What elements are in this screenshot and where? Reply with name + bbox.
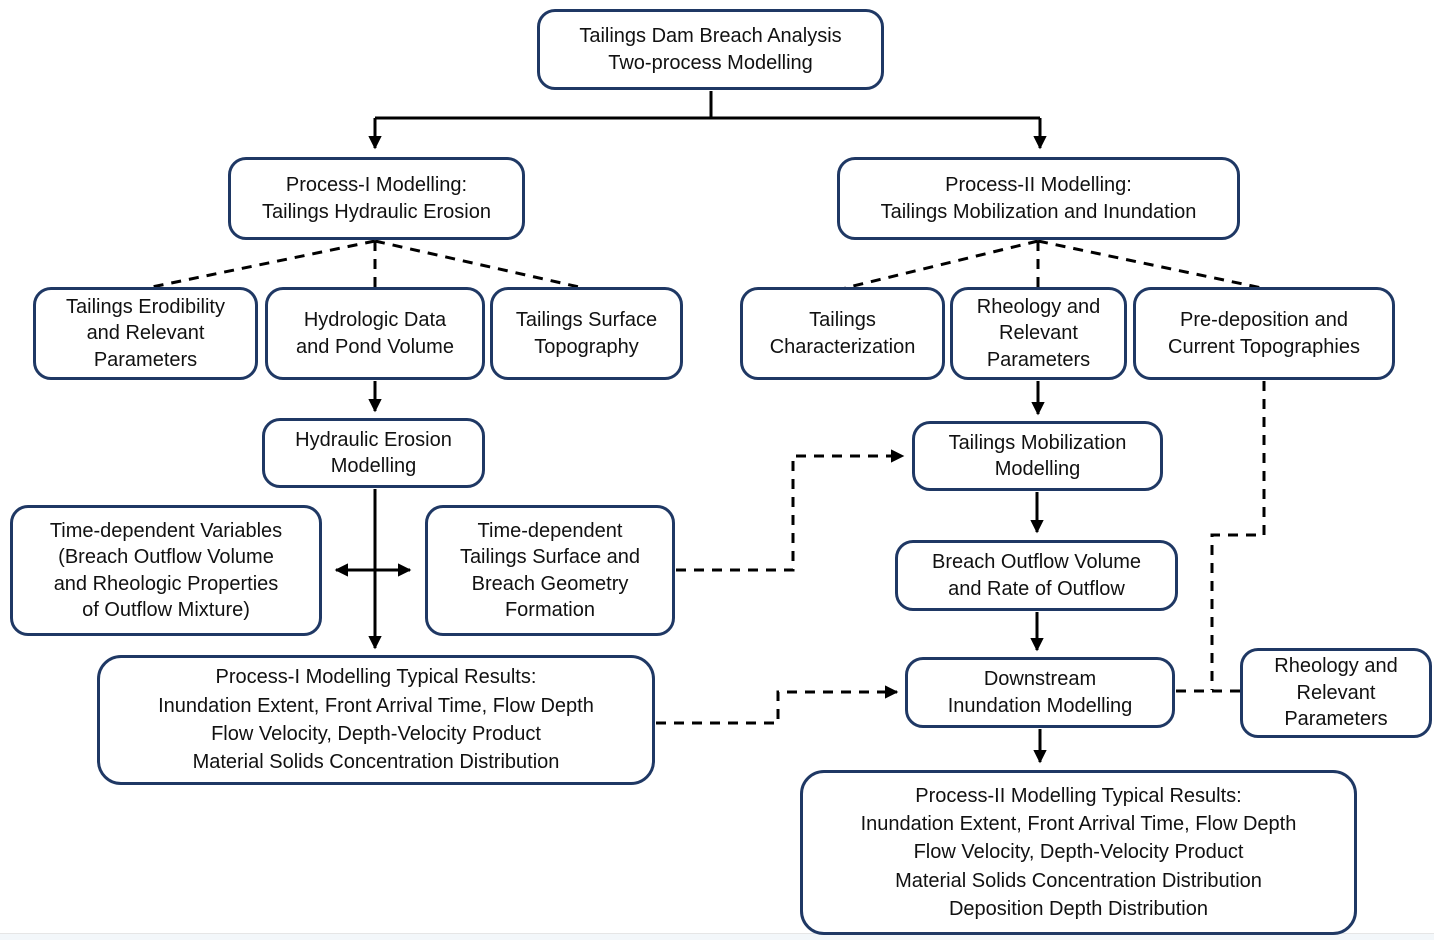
- dashed-predeposition-down-link: [1210, 381, 1266, 690]
- node-hydraulic-erosion-modelling: Hydraulic Erosion Modelling: [262, 418, 485, 488]
- node-root-two-process-modelling: Tailings Dam Breach Analysis Two-process…: [537, 9, 884, 90]
- dashed-arrow-results1-to-downstream: [656, 685, 899, 725]
- bottom-edge-strip: [0, 933, 1434, 940]
- node-process2-typical-results: Process-II Modelling Typical Results: In…: [800, 770, 1357, 935]
- node-breach-outflow-volume: Breach Outflow Volume and Rate of Outflo…: [895, 540, 1178, 611]
- dashed-process2-to-characterization: [844, 239, 1039, 290]
- node-rheology-parameters-2: Rheology and Relevant Parameters: [1240, 648, 1432, 738]
- node-time-dependent-variables: Time-dependent Variables (Breach Outflow…: [10, 505, 322, 636]
- node-rheology-parameters-1: Rheology and Relevant Parameters: [950, 287, 1127, 380]
- dashed-process1-to-erodibility: [146, 239, 376, 290]
- dashed-arrow-tdts-to-mobilization: [676, 449, 905, 572]
- node-tailings-erodibility: Tailings Erodibility and Relevant Parame…: [33, 287, 258, 380]
- node-process2-modelling: Process-II Modelling: Tailings Mobilizat…: [837, 157, 1240, 240]
- dashed-process2-to-predeposition: [1037, 239, 1263, 290]
- node-time-dependent-tailings-surface: Time-dependent Tailings Surface and Brea…: [425, 505, 675, 636]
- node-pre-deposition-topographies: Pre-deposition and Current Topographies: [1133, 287, 1395, 380]
- node-hydrologic-data: Hydrologic Data and Pond Volume: [265, 287, 485, 380]
- node-tailings-surface-topography: Tailings Surface Topography: [490, 287, 683, 380]
- node-process1-modelling: Process-I Modelling: Tailings Hydraulic …: [228, 157, 525, 240]
- node-process1-typical-results: Process-I Modelling Typical Results: Inu…: [97, 655, 655, 785]
- node-tailings-characterization: Tailings Characterization: [740, 287, 945, 380]
- node-tailings-mobilization-modelling: Tailings Mobilization Modelling: [912, 421, 1163, 491]
- node-downstream-inundation-modelling: Downstream Inundation Modelling: [905, 657, 1175, 728]
- dashed-process1-to-surface-topography: [374, 239, 589, 291]
